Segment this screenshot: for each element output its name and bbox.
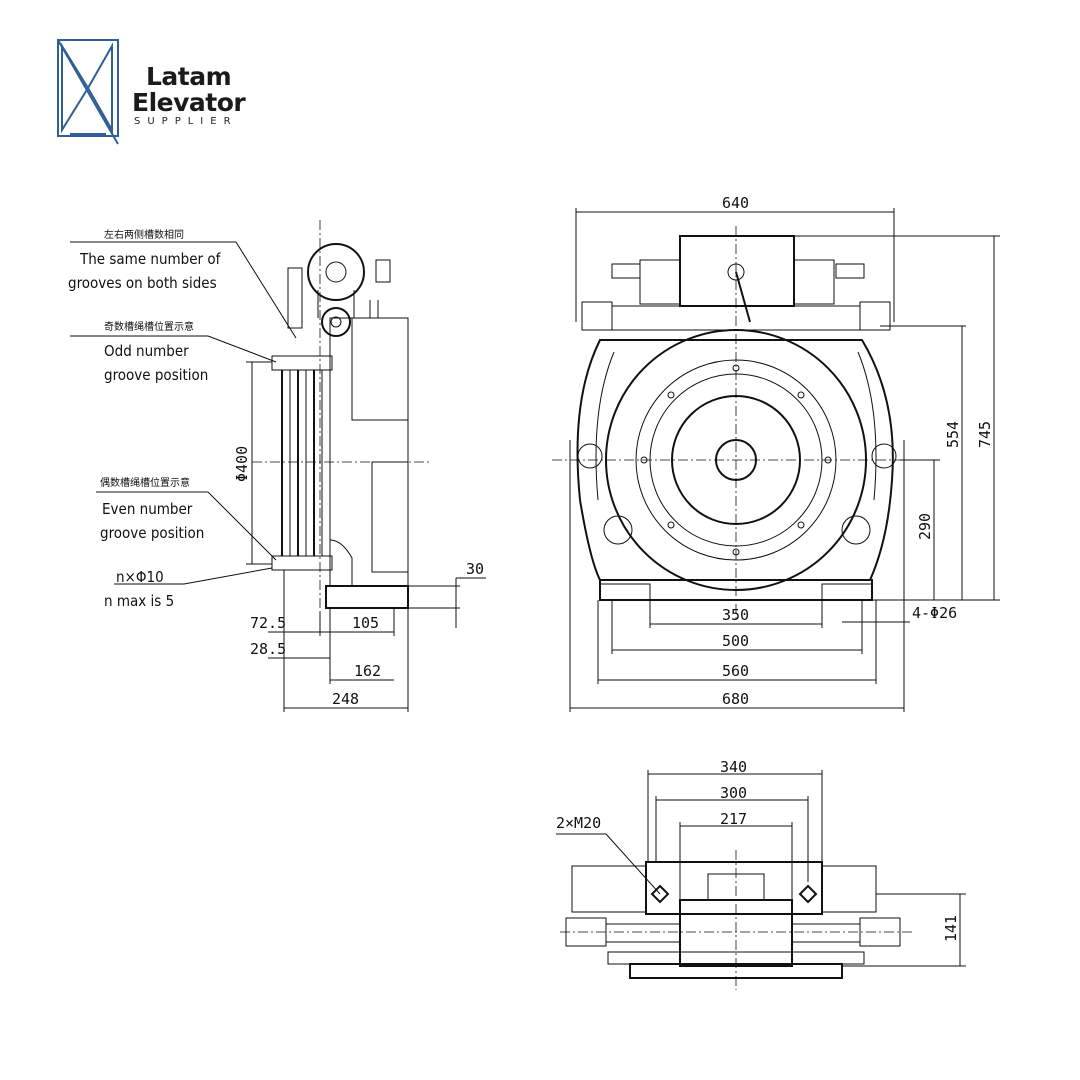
note-same-grooves-chinese: 左右两侧槽数相同 xyxy=(104,228,184,241)
note-same-grooves-line1: The same number of xyxy=(79,250,222,268)
left-bolt xyxy=(611,263,641,279)
right-thread-hole xyxy=(798,884,818,904)
dim-300: 300 xyxy=(720,784,747,802)
sheave-bottom-flange xyxy=(271,555,333,571)
motor-upper-cover xyxy=(351,317,409,421)
dim-554: 554 xyxy=(944,421,962,448)
dim-680: 680 xyxy=(722,690,749,708)
front-view xyxy=(552,208,1000,712)
note-even-groove-line1: Even number xyxy=(102,500,193,518)
note-even-groove-chinese: 偶数槽绳槽位置示意 xyxy=(100,476,190,489)
dim-105: 105 xyxy=(352,614,379,632)
dim-72-5: 72.5 xyxy=(250,614,286,632)
side-view xyxy=(70,220,486,712)
dim-217: 217 xyxy=(720,810,747,828)
right-brake-box xyxy=(821,865,877,913)
right-eye-lower xyxy=(841,515,871,545)
note-odd-groove-line2: groove position xyxy=(104,366,208,384)
dim-248: 248 xyxy=(332,690,359,708)
top-view xyxy=(556,770,966,990)
note-same-grooves-line2: grooves on both sides xyxy=(68,274,217,292)
side-base xyxy=(325,585,409,609)
right-bolt xyxy=(835,263,865,279)
dim-745: 745 xyxy=(976,421,994,448)
brand-name-line2: Elevator xyxy=(132,88,246,117)
left-eye-upper xyxy=(577,443,603,469)
motor-housing xyxy=(329,317,409,587)
dim-28-5: 28.5 xyxy=(250,640,286,658)
sheave-grooves xyxy=(281,370,323,556)
logo-mark-icon xyxy=(57,39,119,145)
sheave-top-flange xyxy=(271,355,333,371)
brake-pulley xyxy=(307,243,365,301)
dim-162: 162 xyxy=(354,662,381,680)
dim-holes: 4-Φ26 xyxy=(912,604,957,622)
note-odd-groove-chinese: 奇数槽绳槽位置示意 xyxy=(104,320,194,333)
dim-640: 640 xyxy=(722,194,749,212)
brake-box xyxy=(679,235,795,307)
dim-560: 560 xyxy=(722,662,749,680)
left-brake-box xyxy=(571,865,647,913)
note-rope-spec-line1: n×Φ10 xyxy=(116,568,164,586)
deflector-wheel xyxy=(321,307,351,337)
left-spring xyxy=(581,301,613,331)
dim-sheave-diameter: Φ400 xyxy=(233,446,251,482)
brand-logo: Latam Elevator SUPPLIER xyxy=(52,36,272,152)
top-frame xyxy=(645,861,823,915)
dim-threads: 2×M20 xyxy=(556,814,601,832)
left-thread-hole xyxy=(650,884,670,904)
brake-arm xyxy=(287,267,303,329)
dim-340: 340 xyxy=(720,758,747,776)
brand-tagline: SUPPLIER xyxy=(134,116,238,127)
dim-350: 350 xyxy=(722,606,749,624)
dim-141: 141 xyxy=(942,915,960,942)
right-eye-upper xyxy=(871,443,897,469)
dim-290: 290 xyxy=(916,513,934,540)
motor-fan xyxy=(371,461,409,573)
dim-30: 30 xyxy=(466,560,484,578)
note-rope-spec-line2: n max is 5 xyxy=(104,592,174,610)
brand-name-line1: Latam xyxy=(146,62,232,91)
dim-500: 500 xyxy=(722,632,749,650)
note-odd-groove-line1: Odd number xyxy=(104,342,189,360)
note-even-groove-line2: groove position xyxy=(100,524,204,542)
left-eye-lower xyxy=(603,515,633,545)
